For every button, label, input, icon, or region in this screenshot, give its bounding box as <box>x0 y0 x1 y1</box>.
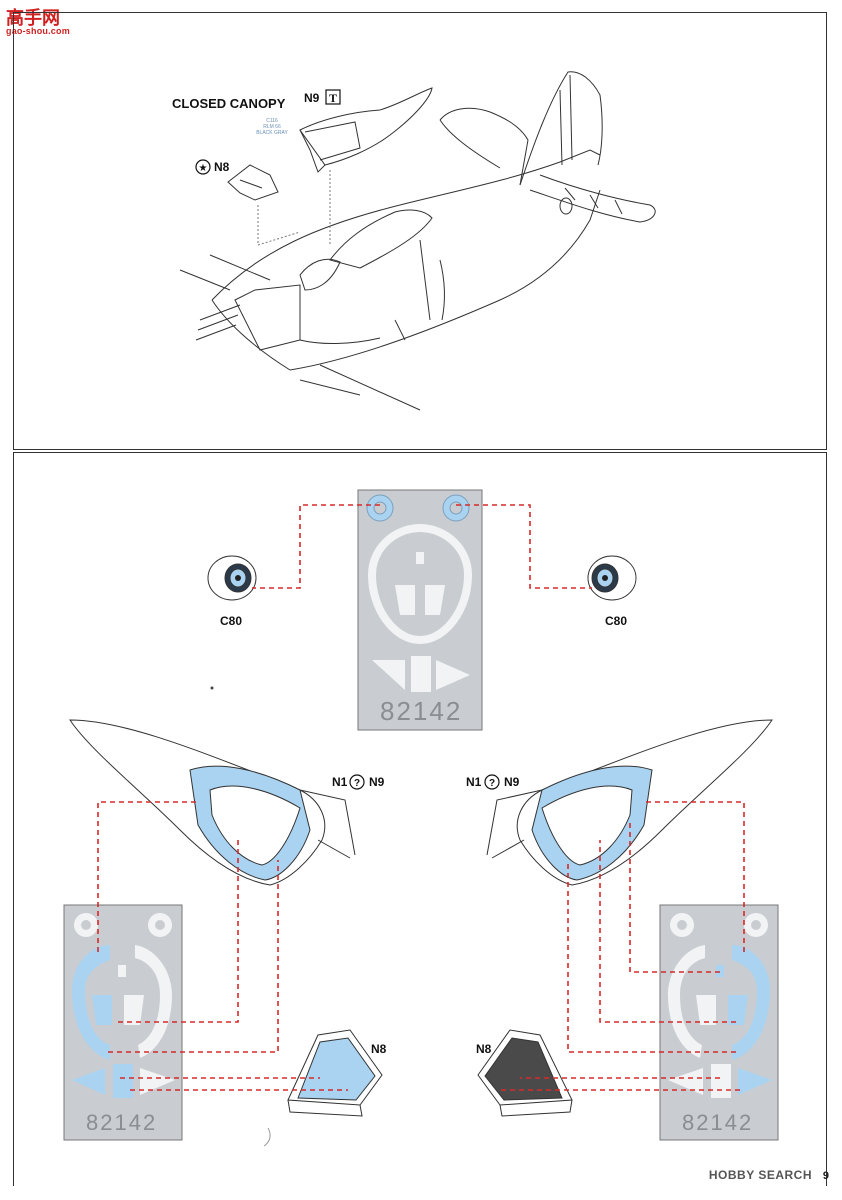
svg-text:?: ? <box>489 778 495 789</box>
paint-name-line1: RLM 66 <box>263 124 281 130</box>
closed-canopy-heading: CLOSED CANOPY <box>172 96 286 111</box>
svg-text:?: ? <box>354 778 360 789</box>
top-panel-frame <box>13 12 827 450</box>
n1-help-icon-right <box>484 774 500 790</box>
windscreen-left-drawing <box>287 1029 383 1117</box>
canopy-left-drawing <box>69 719 356 886</box>
windscreen-right-label: N8 <box>476 1042 492 1056</box>
n9-tool-icon <box>325 89 341 105</box>
canopy-right-drawing <box>486 719 773 886</box>
paint-code: C116 <box>266 118 278 124</box>
wheel-left-label: C80 <box>220 614 243 628</box>
watermark: 高手网 gao-shou.com <box>6 4 76 40</box>
footer-page-number: 9 <box>822 1170 829 1182</box>
n1-help-icon-left <box>349 774 365 790</box>
svg-text:T: T <box>329 91 337 105</box>
paint-name-line2: BLACK GRAY <box>256 130 288 136</box>
callout-n9-top: N9 <box>304 91 320 105</box>
windscreen-left-label: N8 <box>371 1042 387 1056</box>
footer-brand: HOBBY SEARCH <box>708 1168 812 1182</box>
wheel-left-drawing <box>207 555 257 601</box>
right-sheet-number: 82142 <box>682 1110 754 1135</box>
canopy-right-label-n9: N9 <box>504 775 520 789</box>
center-sheet-number: 82142 <box>380 696 463 726</box>
bottom-panel-frame <box>13 452 827 1186</box>
n8-paint-icon <box>195 159 211 175</box>
callout-n8-top: N8 <box>214 160 230 174</box>
paint-callout: C116 RLM 66 BLACK GRAY <box>252 118 292 136</box>
canopy-left-label-n1: N1 <box>332 775 348 789</box>
wheel-right-drawing <box>587 555 637 601</box>
canopy-left-label-n9: N9 <box>369 775 385 789</box>
watermark-logo: 高手网 <box>6 8 60 29</box>
canopy-right-label-n1: N1 <box>466 775 482 789</box>
windscreen-right-drawing <box>477 1029 573 1117</box>
svg-text:★: ★ <box>199 163 208 174</box>
wheel-right-label: C80 <box>605 614 628 628</box>
left-sheet-number: 82142 <box>86 1110 158 1135</box>
watermark-url: gao-shou.com <box>6 26 70 36</box>
